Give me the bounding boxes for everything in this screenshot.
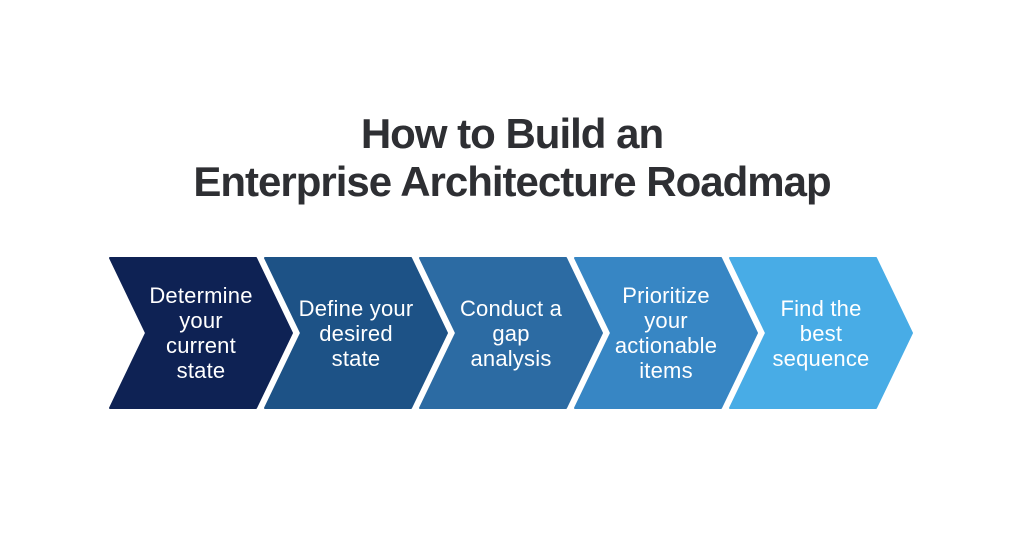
page-title-line1: How to Build an	[360, 110, 664, 157]
chevron-step-5-shape	[729, 257, 913, 409]
chevron-step-4-label: Prioritize your actionable items	[614, 283, 718, 383]
chevron-step-4-shape	[574, 257, 758, 409]
step-labels: Determine your current state Define your …	[110, 258, 920, 408]
chevron-step-1-label: Determine your current state	[149, 283, 253, 383]
chevron-step-2-label: Define your desired state	[298, 295, 414, 371]
chevron-step-1-shape	[109, 257, 293, 409]
chevron-step-5-label: Find the best sequence	[772, 295, 870, 371]
chevron-step-2-shape	[264, 257, 448, 409]
chevron-step-3-shape	[419, 257, 603, 409]
roadmap-steps: Determine your current state Define your …	[109, 257, 920, 409]
page-title-line2: Enterprise Architecture Roadmap	[193, 158, 831, 205]
page-title: How to Build an Enterprise Architecture …	[0, 110, 1024, 206]
chevron-arrows	[109, 257, 913, 409]
chevron-step-3-label: Conduct a gap analysis	[459, 295, 563, 371]
